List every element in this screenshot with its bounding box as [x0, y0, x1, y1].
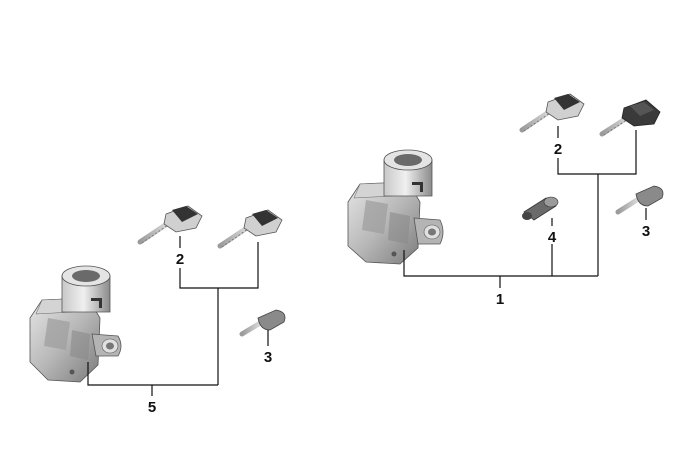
spare-key-left — [239, 309, 286, 337]
callout-left-ignition: 5 — [148, 399, 156, 416]
callout-right-ignition: 1 — [496, 291, 504, 308]
key-right-2 — [599, 99, 661, 137]
callout-left-spare-key: 3 — [264, 349, 272, 366]
leader-lines-right — [403, 126, 647, 288]
key-left-2 — [217, 209, 283, 249]
key-right-1 — [519, 93, 585, 133]
callout-right-spare-key: 3 — [642, 223, 650, 240]
ignition-lock-right — [347, 149, 444, 265]
spare-key-right — [615, 185, 664, 215]
lock-cylinder-right — [522, 196, 559, 221]
key-left-1 — [137, 205, 203, 245]
callout-left-key-pair: 2 — [176, 251, 184, 268]
ignition-lock-left — [29, 265, 122, 383]
leader-lines-left — [87, 236, 269, 396]
callout-right-cylinder: 4 — [548, 229, 557, 246]
callout-right-key-pair: 2 — [554, 141, 562, 158]
